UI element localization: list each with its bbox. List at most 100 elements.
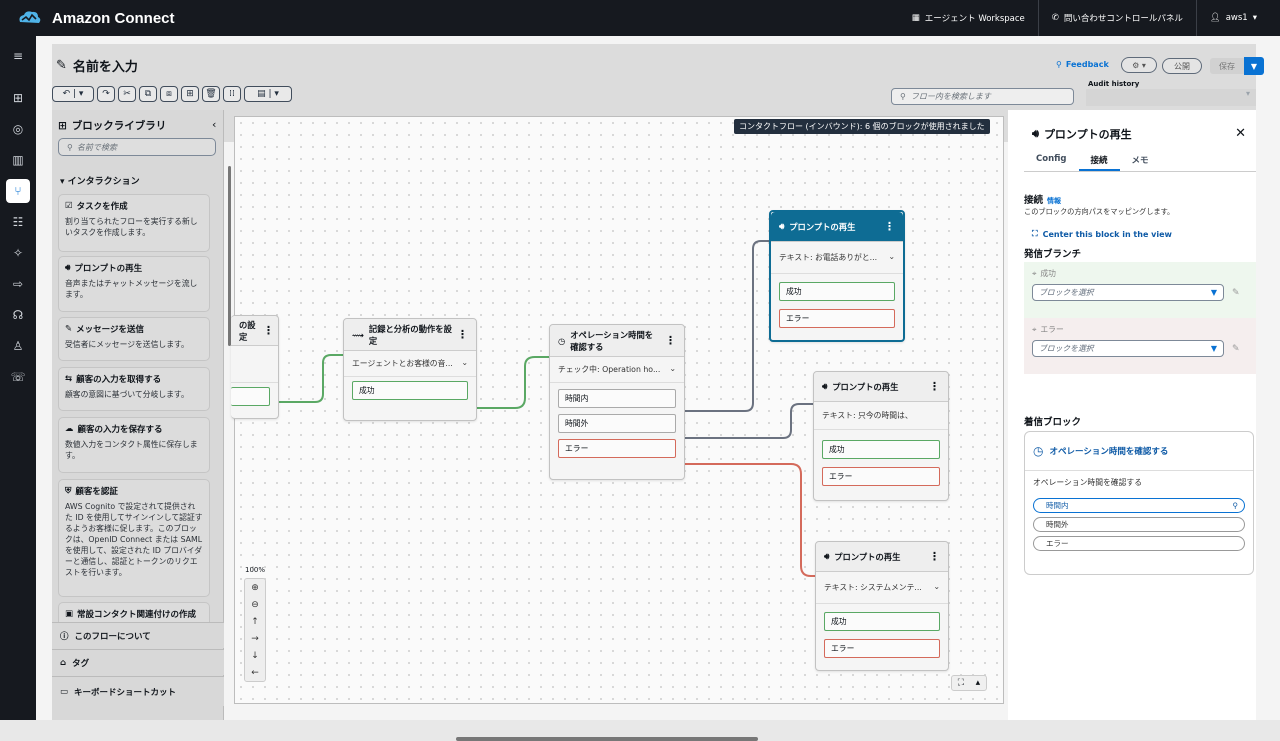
routing-icon[interactable]: ⑂ — [6, 179, 30, 203]
save-dropdown[interactable]: ▼ — [1244, 57, 1264, 75]
flow-block-prompt-3[interactable]: 🔊︎プロンプトの再生⋮ テキスト: システムメンテ...⌄ 成功 エラー — [815, 541, 949, 671]
info-link[interactable]: 情報 — [1047, 197, 1062, 205]
users-icon[interactable]: ☷ — [12, 215, 24, 229]
canvas-scrollbar[interactable] — [456, 737, 758, 741]
edit-icon[interactable]: ✎ — [1232, 287, 1240, 298]
error-block-select[interactable]: ブロックを選択▼ — [1032, 340, 1224, 357]
block-port-success[interactable] — [231, 387, 270, 406]
zoom-in-icon[interactable]: ⊕ — [251, 582, 259, 593]
flow-search-input[interactable]: ⚲フロー内を検索します — [891, 88, 1074, 105]
pan-right-icon[interactable]: → — [251, 633, 259, 644]
logo[interactable]: Amazon Connect — [16, 8, 175, 28]
feedback-link[interactable]: ⚲Feedback — [1056, 60, 1109, 69]
port-success[interactable]: 成功 — [779, 282, 895, 301]
block-card-play-prompt[interactable]: 🔊︎プロンプトの再生 音声またはチャットメッセージを流します。 — [58, 256, 210, 312]
port-error[interactable]: エラー — [558, 439, 676, 458]
incoming-port-error[interactable]: エラー — [1033, 536, 1245, 551]
keyboard-shortcuts-section[interactable]: ▭キーボードショートカット — [52, 676, 224, 706]
collapse-icon[interactable]: ‹ — [212, 118, 217, 131]
port-success[interactable]: 成功 — [822, 440, 940, 459]
pan-left-icon[interactable]: ← — [251, 667, 259, 678]
flow-canvas[interactable]: の設定⋮ ⟿記録と分析の動作を設定⋮ エージェントとお客様の音...⌄ 成功 ◷… — [231, 116, 1004, 704]
port-error[interactable]: エラー — [822, 467, 940, 486]
pan-up-icon[interactable]: ↑ — [251, 616, 259, 627]
tab-connections[interactable]: 接続 — [1078, 150, 1120, 171]
scissors-icon: ✂ — [123, 89, 131, 99]
block-card-create-task[interactable]: ☑タスクを作成 割り当てられたフローを実行する新しいタスクを作成します。 — [58, 194, 210, 252]
view-dropdown[interactable]: ▤ | ▾ — [244, 86, 292, 102]
agent-workspace-link[interactable]: ▦エージェント Workspace — [899, 0, 1038, 36]
redo-button[interactable]: ↷ — [97, 86, 115, 102]
save-button[interactable]: 保存 — [1210, 58, 1244, 74]
more-options-icon[interactable]: ⋮ — [457, 328, 468, 341]
more-options-icon[interactable]: ⋮ — [929, 380, 940, 393]
port-out-of-hours[interactable]: 時間外 — [558, 414, 676, 433]
incoming-port-in-hours[interactable]: 時間内⚲ — [1033, 498, 1245, 513]
flow-block-prompt-1[interactable]: 🔊︎プロンプトの再生⋮ テキスト: お電話ありがと...⌄ 成功 エラー — [769, 210, 905, 342]
more-options-icon[interactable]: ⋮ — [263, 324, 274, 337]
block-card-send-message[interactable]: ✎メッセージを送信 受信者にメッセージを送信します。 — [58, 317, 210, 361]
ccp-link[interactable]: ✆問い合わせコントロールパネル — [1037, 0, 1196, 36]
audit-history-select[interactable]: ▾ — [1086, 89, 1256, 106]
pan-down-icon[interactable]: ↓ — [251, 650, 259, 661]
port-error[interactable]: エラー — [779, 309, 895, 328]
arrange-button[interactable]: ⁞⁞ — [223, 86, 241, 102]
profile-icon[interactable]: ♙ — [12, 339, 24, 353]
more-options-icon[interactable]: ⋮ — [929, 550, 940, 563]
incoming-port-out-of-hours[interactable]: 時間外 — [1033, 517, 1245, 532]
port-label: エラー — [786, 314, 810, 323]
select-all-button[interactable]: ⊞ — [181, 86, 199, 102]
success-block-select[interactable]: ブロックを選択▼ — [1032, 284, 1224, 301]
edit-icon[interactable]: ✎ — [1232, 343, 1240, 354]
center-block-link[interactable]: ⛶Center this block in the view — [1032, 229, 1172, 239]
more-options-icon[interactable]: ⋮ — [884, 220, 895, 233]
close-icon[interactable]: ✕ — [1235, 126, 1246, 141]
block-summary[interactable]: テキスト: 只今の時間は、 — [814, 402, 948, 430]
user-menu[interactable]: 👤︎aws1▾ — [1195, 0, 1270, 36]
agent-apps-icon[interactable]: ✧ — [12, 246, 24, 260]
category-interaction[interactable]: ▾ インタラクション — [60, 177, 140, 187]
block-card-authenticate[interactable]: ⛨顧客を認証 AWS Cognito で設定されて提供された ID を使用してサ… — [58, 479, 210, 597]
headset-icon[interactable]: ☊ — [12, 308, 24, 322]
flow-block-partial[interactable]: の設定⋮ — [231, 315, 279, 419]
port-success[interactable]: 成功 — [824, 612, 940, 631]
dashboard-icon[interactable]: ⊞ — [12, 91, 24, 105]
flow-name[interactable]: ✎名前を入力 — [56, 56, 138, 75]
menu-icon[interactable]: ≡ — [12, 49, 24, 63]
port-error[interactable]: エラー — [824, 639, 940, 658]
more-options-icon[interactable]: ⋮ — [665, 334, 676, 347]
fit-view-button[interactable]: ⛶▴ — [951, 675, 987, 691]
block-card-get-input[interactable]: ⇆顧客の入力を取得する 顧客の意図に基づいて分岐します。 — [58, 367, 210, 411]
flow-block-check-hours[interactable]: ◷オペレーション時間を確認する⋮ チェック中: Operation ho...⌄… — [549, 324, 685, 480]
block-summary[interactable]: テキスト: お電話ありがと...⌄ — [771, 242, 903, 274]
tab-config[interactable]: Config — [1036, 154, 1067, 164]
library-search-input[interactable]: ⚲名前で検索 — [58, 138, 216, 156]
analytics-icon[interactable]: ▥ — [12, 153, 24, 167]
channels-icon[interactable]: ◎ — [12, 122, 24, 136]
cut-button[interactable]: ✂ — [118, 86, 136, 102]
phone-settings-icon[interactable]: ☏ — [10, 370, 26, 384]
block-card-persistent-contact[interactable]: ▣常設コンタクト関連付けの作成 — [58, 602, 210, 622]
undo-button[interactable]: ↶ | ▾ — [52, 86, 94, 102]
select-placeholder: ブロックを選択 — [1039, 288, 1094, 297]
tags-section[interactable]: ⌂タグ — [52, 649, 224, 675]
flow-block-prompt-2[interactable]: 🔊︎プロンプトの再生⋮ テキスト: 只今の時間は、 成功 エラー — [813, 371, 949, 501]
tab-notes[interactable]: メモ — [1131, 156, 1149, 166]
block-summary[interactable]: エージェントとお客様の音...⌄ — [344, 351, 476, 377]
zoom-out-icon[interactable]: ⊖ — [251, 599, 259, 610]
integration-icon[interactable]: ⇨ — [12, 277, 24, 291]
port-in-hours[interactable]: 時間内 — [558, 389, 676, 408]
block-card-store-input[interactable]: ☁顧客の入力を保存する 数値入力をコンタクト属性に保存します。 — [58, 417, 210, 473]
port-success[interactable]: 成功 — [352, 381, 468, 400]
library-scrollbar[interactable] — [228, 166, 231, 346]
block-summary[interactable]: テキスト: システムメンテ...⌄ — [816, 572, 948, 604]
block-summary[interactable]: チェック中: Operation ho...⌄ — [550, 357, 684, 383]
flow-block-recording[interactable]: ⟿記録と分析の動作を設定⋮ エージェントとお客様の音...⌄ 成功 — [343, 318, 477, 421]
publish-button[interactable]: 公開 — [1162, 58, 1202, 74]
settings-dropdown[interactable]: ⚙ ▾ — [1121, 57, 1157, 73]
paste-button[interactable]: ⧈ — [160, 86, 178, 102]
delete-button[interactable]: 🗑︎ — [202, 86, 220, 102]
incoming-block-link[interactable]: ◷オペレーション時間を確認する — [1025, 432, 1253, 471]
copy-button[interactable]: ⧉ — [139, 86, 157, 102]
